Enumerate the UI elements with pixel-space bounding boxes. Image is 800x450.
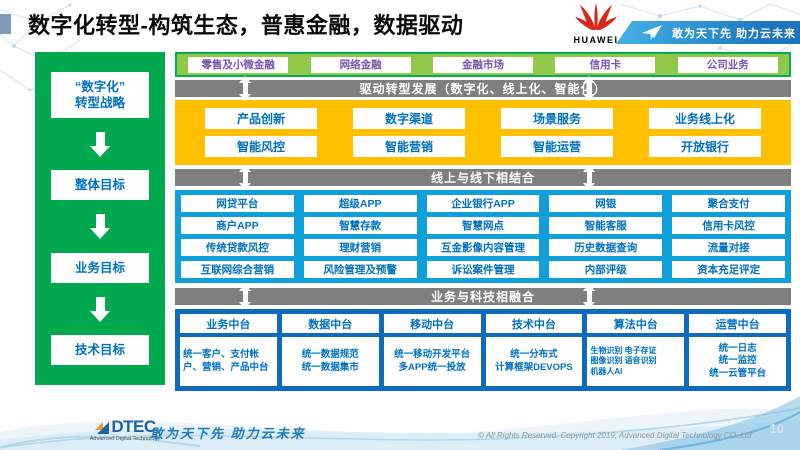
double-arrow-icon	[583, 76, 595, 101]
dtec-logo: DTEC Advanced Digital Technology	[86, 418, 164, 442]
banner-tech-fusion: 业务与科技相融合	[175, 284, 791, 309]
down-arrow-icon	[90, 296, 110, 322]
capability-cell: 互联网综合营销	[181, 261, 294, 278]
banner-online-offline: 线上与线下相结合	[175, 165, 791, 190]
sidebar-step-strategy: “数字化” 转型战略	[51, 71, 149, 118]
platform-column-data: 数据中台 统一数据规范 统一数据集市	[281, 314, 379, 386]
platform-column-algorithm: 算法中台 生物识别 电子存证 图像识别 语音识别 机器人AI	[587, 314, 685, 386]
transformation-cell: 产品创新	[205, 107, 317, 129]
banner-label: 线上与线下相结合	[430, 171, 535, 185]
capability-cell: 资本充足评定	[672, 261, 785, 278]
capability-cell: 内部评级	[549, 261, 663, 278]
huawei-logo: HUAWEI	[568, 3, 624, 45]
footer-slogan: 敢为天下先 助力云未来	[150, 426, 306, 441]
transformation-cell: 场景服务	[501, 107, 613, 129]
capability-cell: 智能客服	[549, 217, 663, 234]
header-ribbon: 敢为天下先 助力云未来	[616, 21, 800, 44]
platform-title: 运营中台	[689, 314, 786, 333]
page-title: 数字化转型-构筑生态，普惠金融，数据驱动	[28, 13, 464, 38]
capability-cell: 企业银行APP	[426, 195, 540, 212]
business-line-cell: 网络金融	[310, 56, 411, 73]
huawei-wordmark: HUAWEI	[573, 35, 619, 45]
business-line-cell: 信用卡	[555, 56, 656, 73]
platform-column-business: 业务中台 统一客户、支付帐户、营销、产品中台	[180, 314, 277, 386]
capability-cell: 诉讼案件管理	[426, 261, 540, 278]
double-arrow-icon	[583, 165, 595, 190]
down-arrow-icon	[90, 214, 110, 239]
transformation-section: 产品创新 数字渠道 场景服务 业务线上化 智能风控 智能营销 智能运营 开放银行	[175, 100, 791, 165]
dtec-subtitle: Advanced Digital Technology	[89, 436, 161, 442]
capability-cell: 理财营销	[303, 239, 417, 256]
capability-cell: 信用卡风控	[672, 217, 785, 234]
platform-detail: 统一分布式 计算框架DEVOPS	[485, 337, 583, 386]
main-diagram: 零售及小微金融 网络金融 金融市场 信用卡 公司业务 驱动转型发展（数字化、线上…	[175, 52, 791, 391]
transformation-cell: 数字渠道	[353, 107, 465, 129]
double-arrow-icon	[239, 284, 251, 309]
transformation-cell: 智能运营	[501, 136, 613, 158]
platform-title: 技术中台	[485, 314, 583, 333]
banner-label: 驱动转型发展（数字化、线上化、智能化）	[359, 82, 607, 96]
capability-cell: 流量对接	[672, 239, 785, 256]
platform-detail: 统一日志 统一监控 统一云管平台	[689, 337, 786, 386]
platform-detail: 统一客户、支付帐户、营销、产品中台	[180, 337, 277, 386]
huawei-flower-icon	[575, 3, 617, 30]
capability-cell: 传统贷款风控	[181, 239, 294, 256]
business-line-cell: 公司业务	[677, 56, 778, 73]
platform-section: 业务中台 统一客户、支付帐户、营销、产品中台 数据中台 统一数据规范 统一数据集…	[175, 309, 791, 391]
capability-cell: 风险管理及预警	[303, 261, 417, 278]
ribbon-slogan: 敢为天下先 助力云未来	[672, 27, 797, 40]
banner-drive-transformation: 驱动转型发展（数字化、线上化、智能化）	[175, 76, 791, 101]
double-arrow-icon	[583, 284, 595, 309]
capability-cell: 商户APP	[181, 217, 294, 234]
capability-cell: 互金影像内容管理	[426, 239, 540, 256]
platform-title: 移动中台	[383, 314, 481, 333]
business-line-cell: 金融市场	[432, 56, 533, 73]
sidebar-step-business-goal: 业务目标	[51, 252, 149, 283]
title-accent-bar	[0, 14, 11, 34]
sidebar-step-tech-goal: 技术目标	[51, 335, 149, 366]
platform-title: 算法中台	[587, 314, 685, 333]
dtec-arrow-icon	[95, 422, 110, 434]
transformation-cell: 智能营销	[353, 136, 465, 158]
business-lines-band: 零售及小微金融 网络金融 金融市场 信用卡 公司业务	[175, 52, 791, 77]
capabilities-section: 网贷平台 超级APP 企业银行APP 网银 聚合支付 商户APP 智慧存款 智慧…	[175, 190, 791, 283]
banner-label: 业务与科技相融合	[430, 290, 535, 304]
down-arrow-icon	[90, 131, 110, 157]
capability-cell: 网银	[549, 195, 663, 212]
copyright-text: © All Rights Reserved. Copyright 2019, A…	[478, 431, 752, 440]
capability-cell: 聚合支付	[672, 195, 785, 212]
capability-cell: 超级APP	[303, 195, 417, 212]
transformation-cell: 智能风控	[205, 136, 317, 158]
capability-cell: 智慧存款	[303, 217, 417, 234]
business-line-cell: 零售及小微金融	[188, 56, 289, 73]
transformation-cell: 开放银行	[649, 136, 761, 158]
transformation-cell: 业务线上化	[649, 107, 761, 129]
dtec-wordmark: DTEC	[111, 417, 156, 436]
double-arrow-icon	[239, 76, 251, 101]
platform-detail: 统一移动开发平台 多APP统一投放	[383, 337, 481, 386]
platform-column-tech: 技术中台 统一分布式 计算框架DEVOPS	[485, 314, 583, 386]
platform-column-operations: 运营中台 统一日志 统一监控 统一云管平台	[689, 314, 786, 386]
platform-title: 业务中台	[180, 314, 277, 333]
double-arrow-icon	[239, 165, 251, 190]
platform-detail: 生物识别 电子存证 图像识别 语音识别 机器人AI	[587, 337, 685, 386]
platform-detail: 统一数据规范 统一数据集市	[281, 337, 379, 386]
capability-cell: 网贷平台	[181, 195, 294, 212]
strategy-sidebar: “数字化” 转型战略 整体目标 业务目标 技术目标	[35, 52, 165, 385]
platform-title: 数据中台	[281, 314, 379, 333]
platform-column-mobile: 移动中台 统一移动开发平台 多APP统一投放	[383, 314, 481, 386]
capability-cell: 智慧网点	[426, 217, 540, 234]
sidebar-step-overall-goal: 整体目标	[51, 170, 149, 201]
paper-plane-icon	[642, 24, 662, 40]
page-number: 10	[769, 421, 784, 436]
capability-cell: 历史数据查询	[549, 239, 663, 256]
